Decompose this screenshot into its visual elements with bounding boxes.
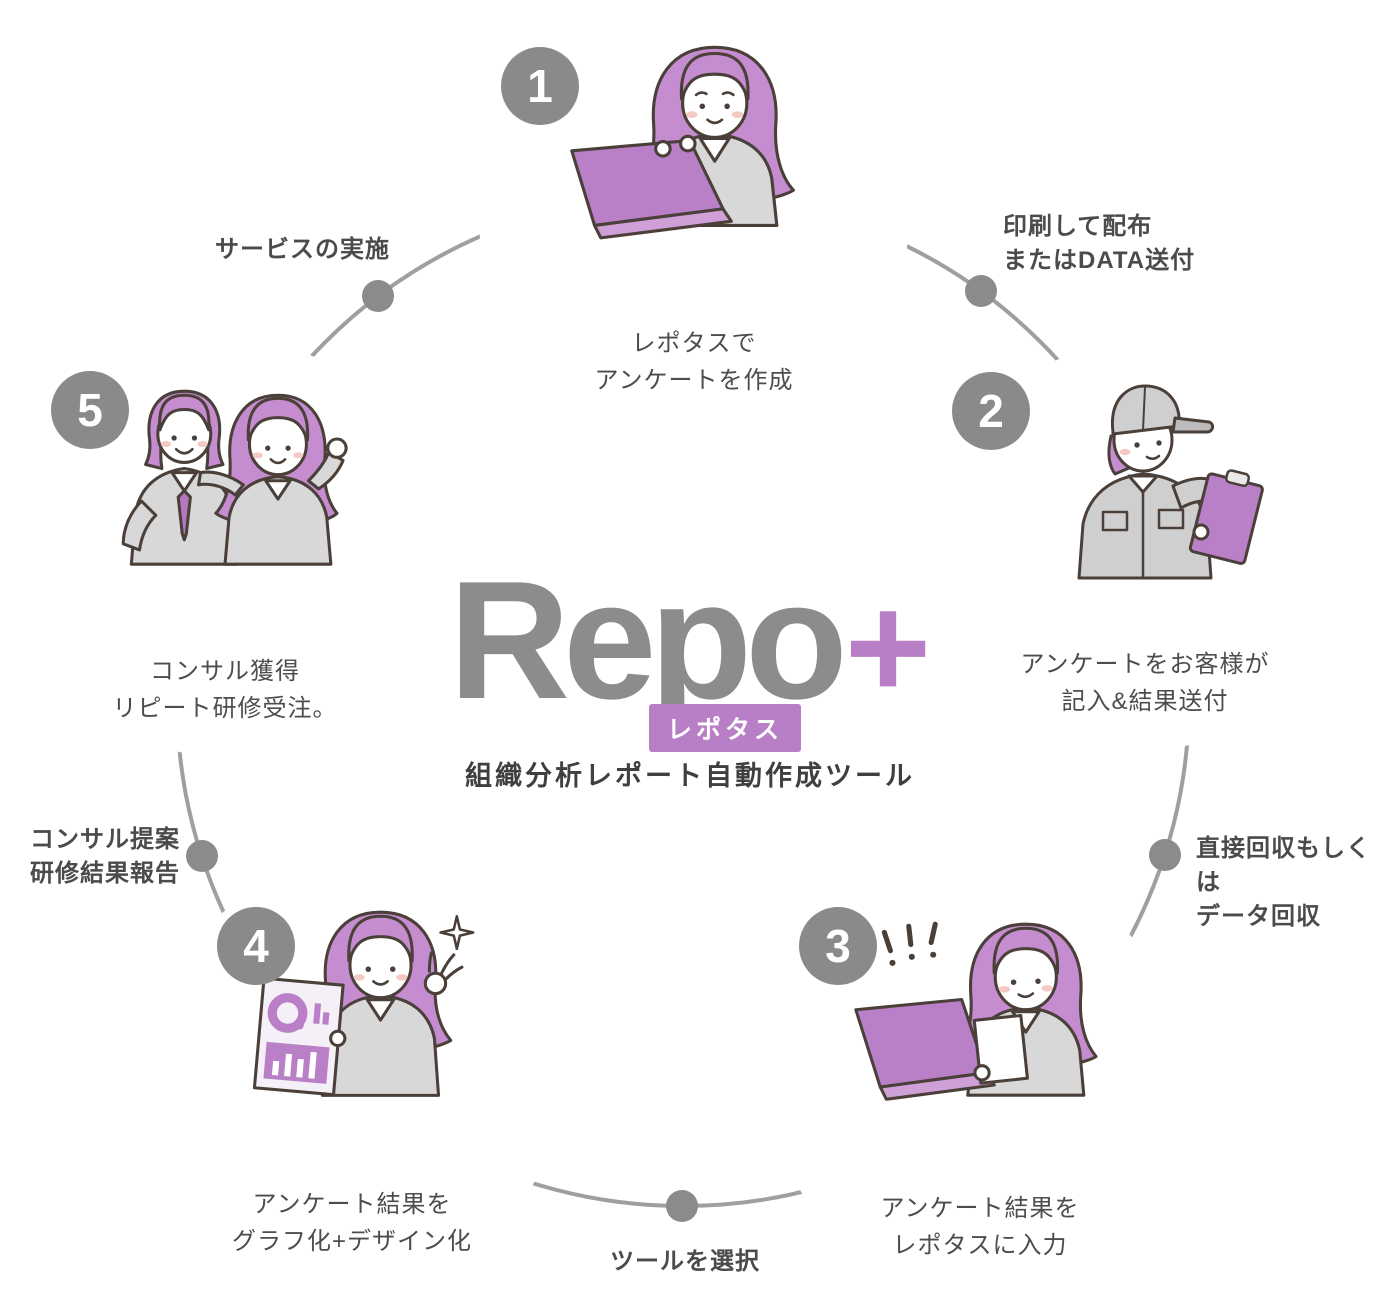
logo-tagline: 組織分析レポート自動作成ツール xyxy=(465,761,915,791)
step-4-circle: アンケート結果を グラフ化+デザイン化 xyxy=(142,868,562,1288)
connector-label-line: ツールを選択 xyxy=(610,1248,760,1275)
connector-dot xyxy=(1149,839,1181,871)
step-4-number-badge: 4 xyxy=(217,907,295,985)
connector-label-line: 直接回収もしくは xyxy=(1196,835,1371,896)
woman-creating-survey-illustration xyxy=(570,45,795,240)
connector-label-line: コンサル提案 xyxy=(30,826,180,853)
step-caption-line: アンケート結果を xyxy=(252,1191,452,1218)
connector-dot xyxy=(362,280,394,312)
step-caption-line: 記入&結果送付 xyxy=(1061,688,1229,715)
step-1-number-badge: 1 xyxy=(501,47,579,125)
step-3-circle: アンケート結果を レポタスに入力 xyxy=(770,872,1190,1292)
step-caption-line: レポタスで xyxy=(631,330,757,357)
step-3-illustration-area xyxy=(838,912,1123,1116)
woman-entering-results-illustration xyxy=(854,921,1098,1101)
logo-tag-repotasu: レポタス xyxy=(648,704,801,752)
step-3-caption: アンケート結果を レポタスに入力 xyxy=(770,1190,1190,1264)
step-1-illustration-area xyxy=(549,39,839,246)
logo-plus-sign: + xyxy=(844,565,932,730)
connector-label-service-execution: サービスの実施 xyxy=(140,233,390,267)
step-caption-line: アンケート結果を xyxy=(880,1195,1080,1222)
step-1-caption: レポタスで アンケートを作成 xyxy=(479,325,909,399)
step-5-number-badge: 5 xyxy=(51,371,129,449)
step-2-caption: アンケートをお客様が 記入&結果送付 xyxy=(940,646,1350,720)
step-caption-line: コンサル獲得 xyxy=(150,658,300,685)
step-caption-line: リピート研修受注。 xyxy=(112,695,338,722)
step-2-number-badge: 2 xyxy=(952,372,1030,450)
connector-dot xyxy=(666,1190,698,1222)
step-caption-line: アンケートをお客様が xyxy=(1020,651,1270,678)
woman-holding-graph-report-illustration xyxy=(252,910,475,1097)
connector-label-direct-or-data-collection: 直接回収もしくは データ回収 xyxy=(1196,832,1385,934)
connector-label-line: またはDATA送付 xyxy=(1003,247,1196,274)
step-5-illustration-area xyxy=(83,381,368,585)
connector-label-line: データ回収 xyxy=(1196,903,1321,930)
two-colleagues-celebrating-illustration xyxy=(121,389,348,566)
step-caption-line: アンケートを作成 xyxy=(594,367,794,394)
repo-plus-logo: Repo + レポタス 組織分析レポート自動作成ツール xyxy=(400,556,980,793)
connector-dot xyxy=(186,840,218,872)
logo-wordmark: Repo xyxy=(448,546,848,734)
connector-label-line: サービスの実施 xyxy=(215,236,390,263)
connector-label-select-tool: ツールを選択 xyxy=(560,1245,810,1279)
logo-row: Repo + xyxy=(400,556,980,724)
worker-filling-survey-illustration xyxy=(1077,384,1264,580)
step-4-caption: アンケート結果を グラフ化+デザイン化 xyxy=(142,1186,562,1260)
step-2-illustration-area xyxy=(1005,374,1285,584)
logo-tag-wrap: レポタス xyxy=(400,704,980,752)
connector-label-consulting-proposal-report: コンサル提案 研修結果報告 xyxy=(30,823,180,891)
connector-label-line: 研修結果報告 xyxy=(30,860,180,887)
step-3-number-badge: 3 xyxy=(799,907,877,985)
connector-label-line: 印刷して配布 xyxy=(1003,213,1153,240)
step-caption-line: レポタスに入力 xyxy=(892,1232,1068,1259)
step-4-illustration-area xyxy=(210,902,495,1116)
connector-dot xyxy=(965,275,997,307)
connector-label-print-or-send-data: 印刷して配布 またはDATA送付 xyxy=(1003,210,1195,278)
step-5-caption: コンサル獲得 リピート研修受注。 xyxy=(15,653,435,727)
step-caption-line: グラフ化+デザイン化 xyxy=(231,1228,472,1255)
